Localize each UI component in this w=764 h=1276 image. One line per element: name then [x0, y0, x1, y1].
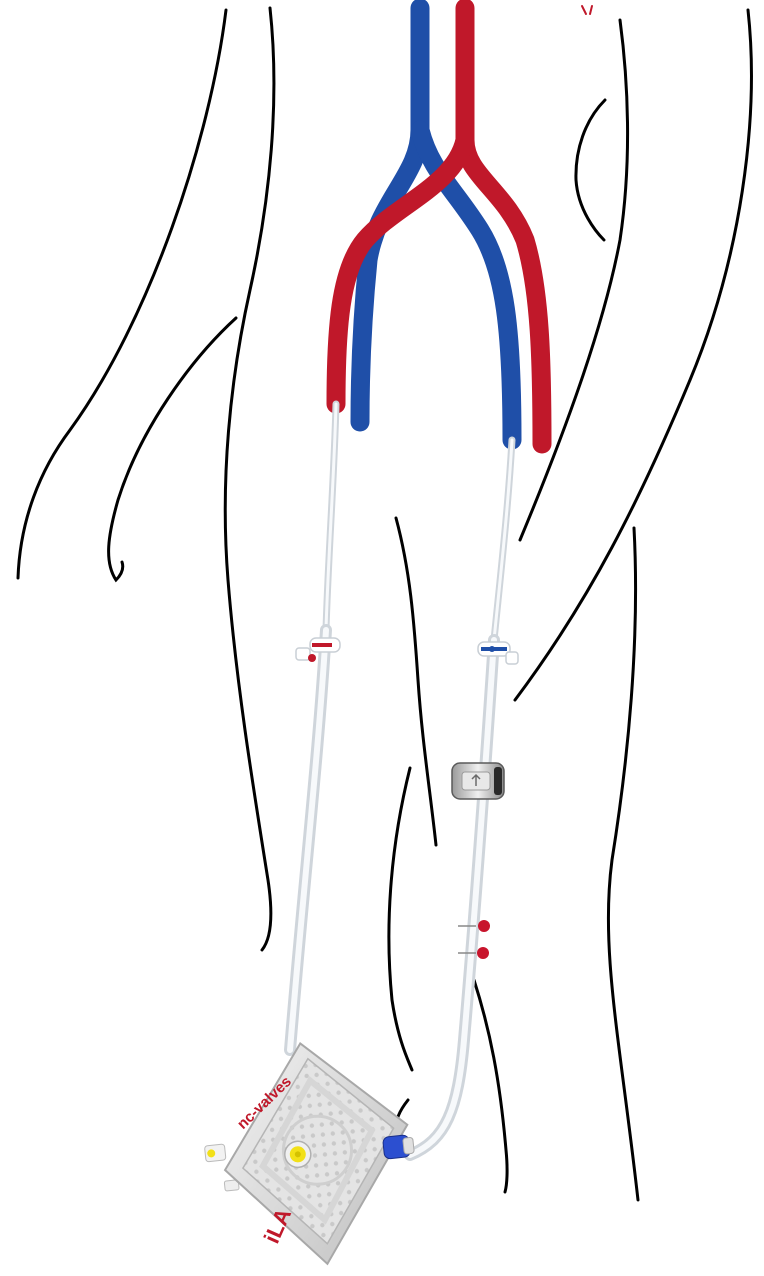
body-outline [18, 8, 751, 1200]
flow-sensor-clamp [452, 763, 504, 799]
vessel-mark [582, 6, 592, 14]
outline-inner-thigh [396, 518, 436, 845]
outline-left-hand [109, 318, 236, 580]
outline-leg-mid [389, 768, 412, 1070]
arterial-connector [296, 638, 340, 662]
outline-left-outer [18, 10, 226, 578]
outline-left-inner [225, 8, 274, 950]
blood-vessels [336, 6, 592, 444]
arterial-cannula-line-core [290, 630, 326, 1050]
outline-abdomen-curve [576, 100, 605, 240]
venous-cannula-tip-core [494, 440, 512, 640]
outline-knee [474, 980, 507, 1192]
outline-right-outer [515, 10, 751, 700]
membrane-device: nc-valves iLA [195, 1033, 425, 1276]
outline-leg-right [608, 528, 638, 1200]
